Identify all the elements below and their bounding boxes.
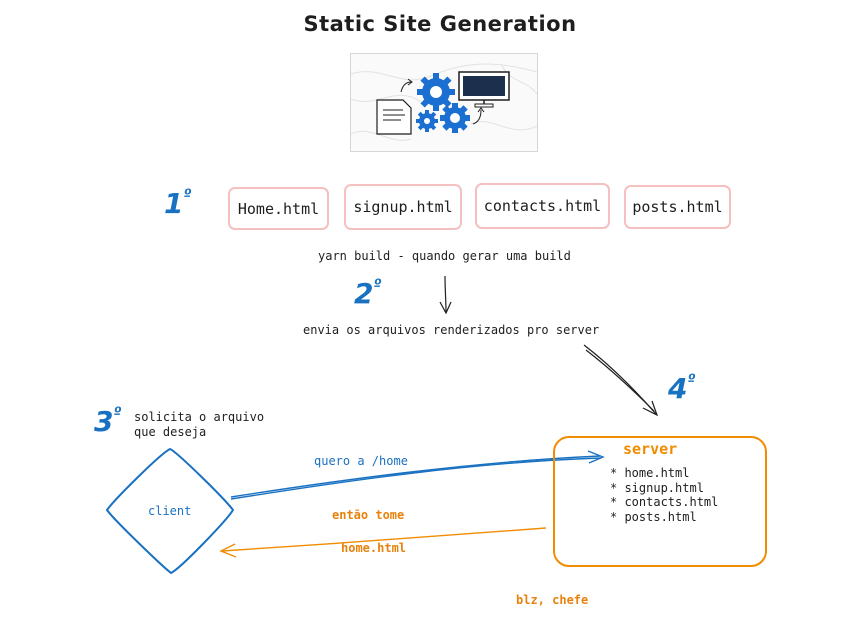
server-file-item: * posts.html (610, 510, 697, 525)
build-illustration (350, 53, 538, 152)
request-description-line-1: solicita o arquivo (134, 410, 265, 424)
monitor-icon (458, 71, 510, 108)
build-down-arrow (439, 275, 452, 315)
request-description-line-2: que deseja (134, 425, 207, 439)
file-box-home: Home.html (228, 187, 329, 230)
document-icon (376, 99, 412, 135)
response-label-line-1: então tome (332, 508, 405, 522)
request-label: quero a /home (314, 454, 408, 468)
gears-illustration (350, 63, 538, 141)
step-3-marker: 3º (94, 405, 122, 438)
send-to-server-arrow (583, 344, 659, 417)
step-1-marker: 1º (164, 187, 192, 220)
step-2-marker: 2º (354, 277, 382, 310)
client-diamond (105, 447, 235, 575)
response-arrow (219, 527, 547, 558)
server-box (553, 436, 767, 567)
client-label: client (148, 504, 192, 518)
server-file-item: * signup.html (610, 480, 704, 495)
build-command-text: yarn build - quando gerar uma build (318, 249, 571, 263)
server-file-item: * contacts.html (610, 495, 719, 510)
send-files-text: envia os arquivos renderizados pro serve… (303, 323, 600, 337)
file-box-signup: signup.html (344, 184, 462, 230)
server-title: server (623, 440, 678, 458)
server-file-list: * home.html * signup.html * contacts.htm… (610, 466, 718, 525)
request-arrow (230, 450, 605, 500)
gear-icon (417, 73, 455, 111)
closing-label: blz, chefe (516, 593, 589, 607)
file-box-posts: posts.html (624, 185, 731, 229)
request-description: solicita o arquivo que deseja (134, 410, 264, 440)
server-file-item: * home.html (610, 466, 690, 480)
step-4-marker: 4º (668, 372, 696, 405)
response-label-line-2: home.html (341, 541, 407, 555)
diagram-title: Static Site Generation (303, 12, 577, 36)
file-box-contacts: contacts.html (475, 183, 610, 229)
